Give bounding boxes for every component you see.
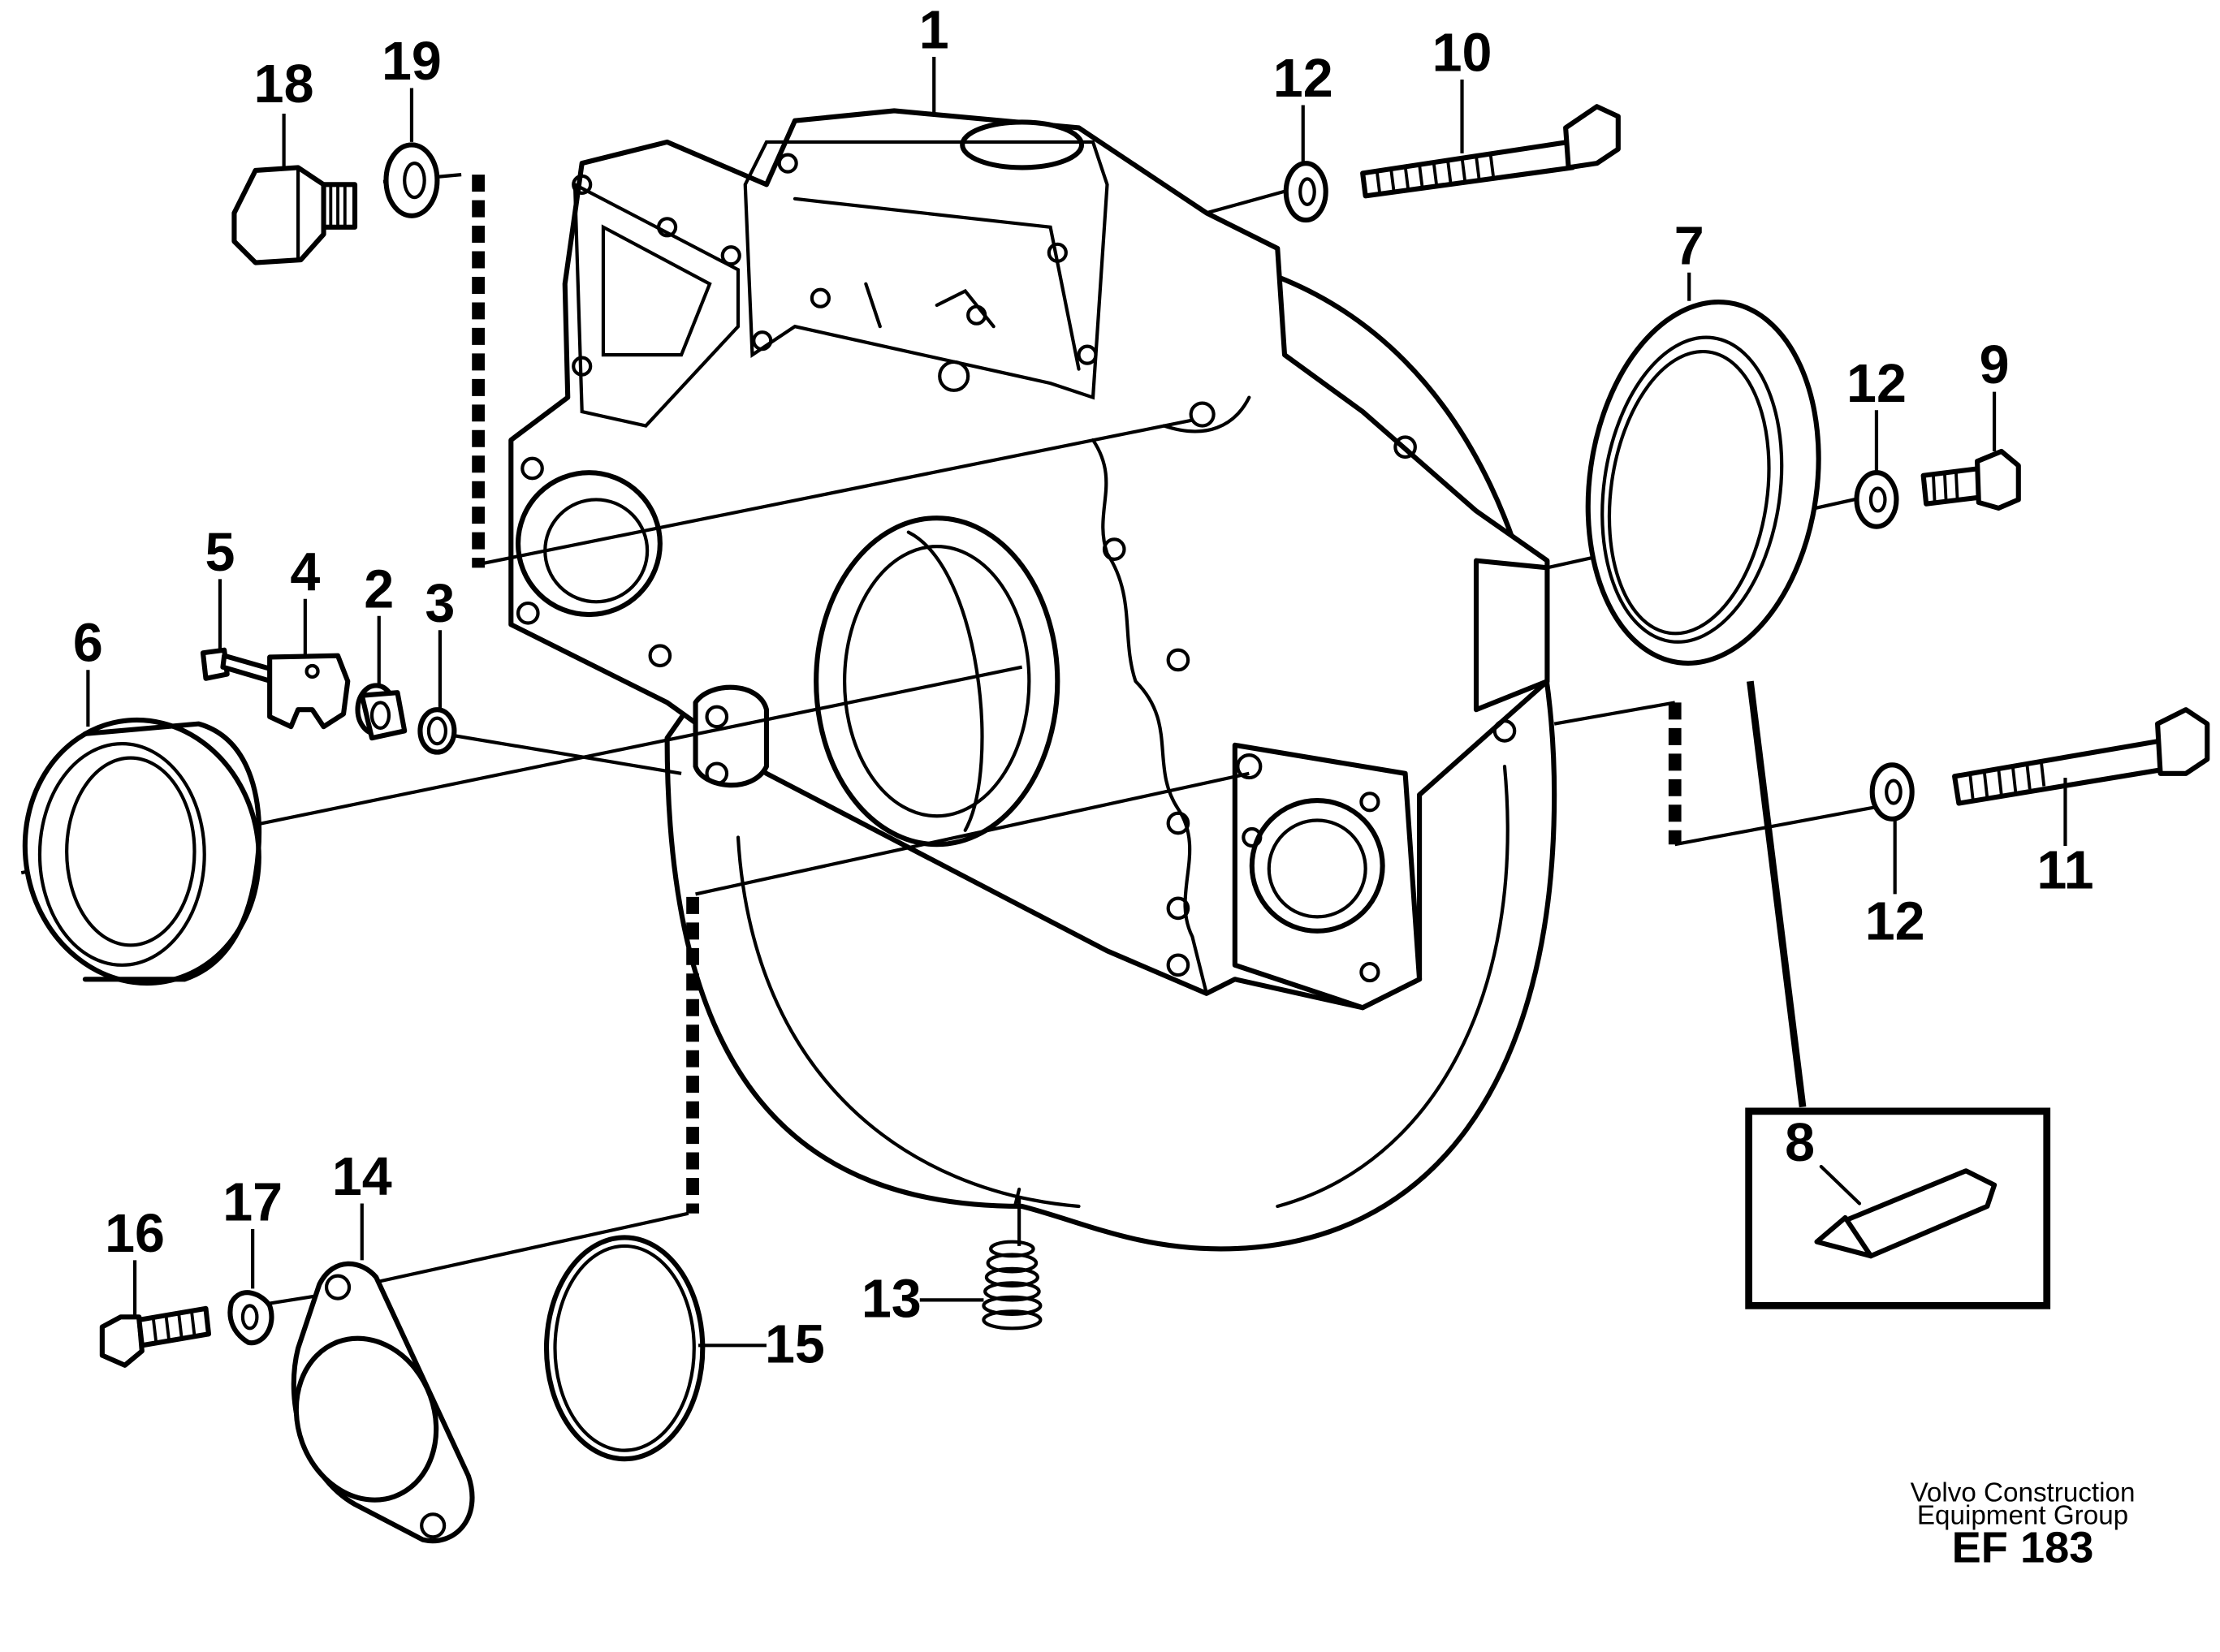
washer-part-12-low: [1869, 762, 1915, 822]
washer-part-17: [227, 1290, 274, 1346]
callout-19: 19: [382, 32, 442, 92]
callout-9: 9: [1980, 335, 2010, 395]
bolt-part-16: [99, 1305, 212, 1368]
callout-2: 2: [364, 559, 394, 619]
callout-14: 14: [332, 1147, 392, 1207]
callout-8: 8: [1785, 1113, 1815, 1173]
callout-7: 7: [1674, 216, 1704, 276]
flywheel-housing: [508, 108, 1557, 1252]
clamp-part-4: [267, 653, 351, 730]
bolt-part-10: [1360, 104, 1621, 199]
callout-15: 15: [765, 1314, 825, 1374]
callout-1: 1: [919, 1, 949, 61]
callout-18: 18: [254, 54, 314, 114]
callout-6: 6: [73, 614, 103, 674]
figure-code: EF 183: [1952, 1524, 2094, 1572]
callout-5: 5: [205, 523, 235, 583]
publisher-credit: Volvo Construction Equipment Group EF 18…: [1911, 1478, 2136, 1572]
callout-10: 10: [1432, 24, 1492, 84]
credit-line-1: Volvo Construction: [1911, 1478, 2136, 1508]
cover-part-14: [291, 1261, 475, 1544]
callout-3: 3: [425, 574, 455, 634]
callout-12-mid: 12: [1846, 354, 1907, 414]
callout-13: 13: [862, 1269, 922, 1329]
sealant-box-part-8: [1745, 1107, 2051, 1309]
seal-ring-part-6: [22, 717, 262, 986]
washer-part-12-top: [1283, 161, 1328, 223]
screw-part-5: [200, 647, 277, 684]
o-ring-part-3: [417, 707, 457, 755]
o-ring-part-15: [543, 1235, 706, 1462]
plug-part-18: [231, 165, 358, 265]
spring-part-13: [982, 1240, 1043, 1331]
callout-17: 17: [222, 1172, 283, 1232]
nipple-part-2: [355, 683, 408, 741]
callout-4: 4: [290, 542, 320, 602]
callout-12-top: 12: [1273, 49, 1333, 109]
callout-12-low: 12: [1865, 891, 1925, 951]
callout-11: 11: [2036, 840, 2093, 900]
bolt-part-11: [1952, 707, 2210, 806]
bolt-part-9: [1920, 448, 2021, 511]
credit-line-2: Equipment Group: [1917, 1501, 2128, 1531]
washer-part-19: [383, 142, 440, 218]
seal-ring-part-7: [1585, 299, 1821, 666]
callout-labels: 1 18 19 12 10 7 12 9 5 4 2 3 6 12 11 8 1…: [73, 1, 2094, 1375]
washer-part-12-mid: [1854, 470, 1899, 529]
callout-16: 16: [105, 1204, 165, 1264]
